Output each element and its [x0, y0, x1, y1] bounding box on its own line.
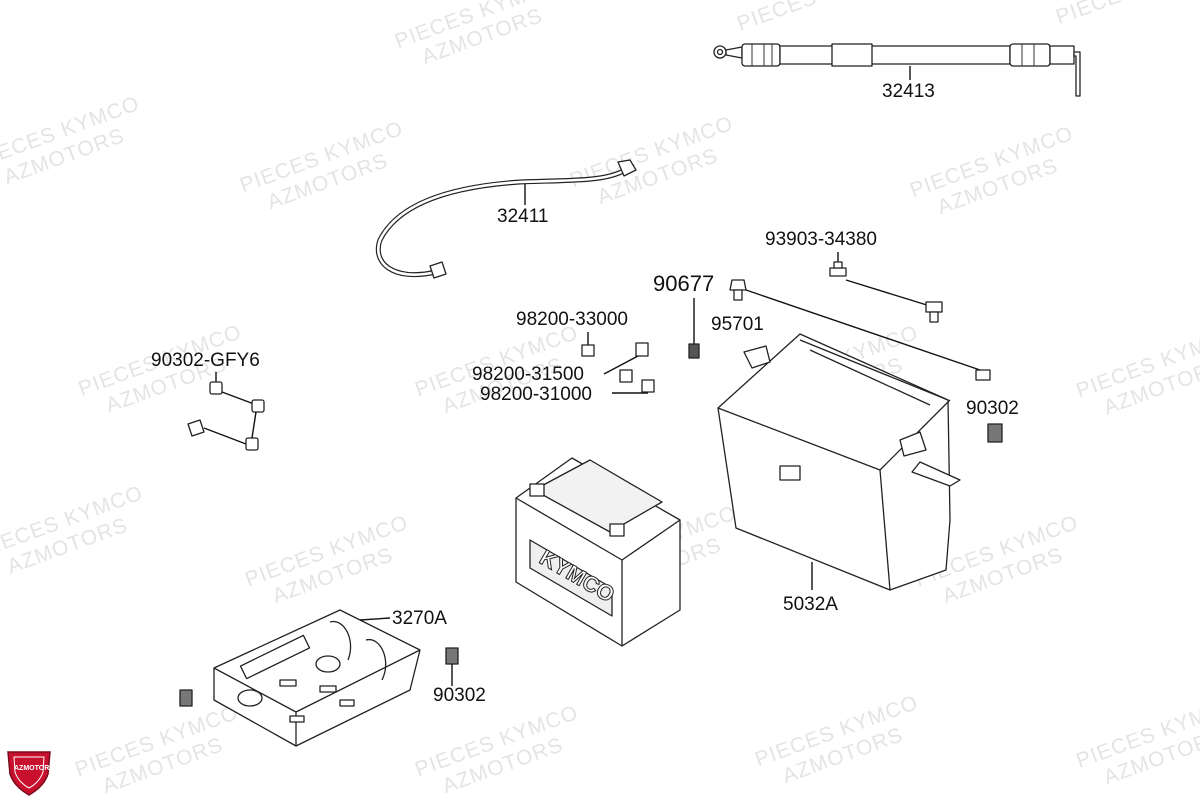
leader-98200-31500: [603, 355, 639, 375]
callout-90302-right: 90302: [966, 398, 1019, 419]
part-90302-gfy6-fasteners: [187, 381, 265, 451]
part-95701-bolt-b: [975, 369, 991, 381]
part-95701-bolt: [729, 279, 747, 301]
part-90302-clip-bottom: [179, 647, 459, 707]
part-90677-clip: [688, 343, 700, 359]
part-battery: KYMCO: [515, 457, 681, 647]
part-98200-31000-clip: [641, 379, 655, 393]
part-98200-clip-b: [635, 342, 649, 357]
callout-5032a: 5032A: [783, 594, 838, 615]
part-98200-33000-clip: [581, 344, 595, 357]
part-32411-wire: [375, 159, 637, 279]
part-3270a-tray: [213, 609, 421, 747]
callout-90302-gfy6: 90302-GFY6: [151, 350, 260, 371]
leader-93903-b: [845, 279, 931, 307]
callout-98200-33000: 98200-33000: [516, 309, 628, 330]
callout-90677: 90677: [653, 271, 714, 296]
part-90302-clip-right: [987, 423, 1003, 443]
callout-93903-34380: 93903-34380: [765, 229, 877, 250]
leader-3270a: [359, 617, 391, 621]
svg-text:PIECES KYMCO: PIECES KYMCO: [1053, 0, 1200, 29]
callout-90302-bottom: 90302: [433, 685, 486, 706]
callout-32413: 32413: [882, 81, 935, 102]
part-98200-31500-clip: [619, 369, 633, 383]
part-32413-cable: [713, 43, 1081, 97]
callout-98200-31000: 98200-31000: [480, 384, 592, 405]
callout-95701: 95701: [711, 314, 764, 335]
part-93903-screw-b: [925, 301, 943, 323]
logo-text: AZMOTORS: [14, 765, 54, 772]
part-5032a-battery-box: [717, 333, 961, 591]
callout-3270a: 3270A: [392, 608, 447, 629]
callout-32411: 32411: [497, 206, 548, 227]
callout-98200-31500: 98200-31500: [472, 364, 584, 385]
svg-text:PIECES KYMCO: PIECES KYMCO: [734, 0, 903, 36]
azmotors-logo: AZMOTORS: [7, 751, 54, 796]
part-93903-screw-a: [829, 261, 847, 277]
leader-95701: [745, 289, 981, 371]
